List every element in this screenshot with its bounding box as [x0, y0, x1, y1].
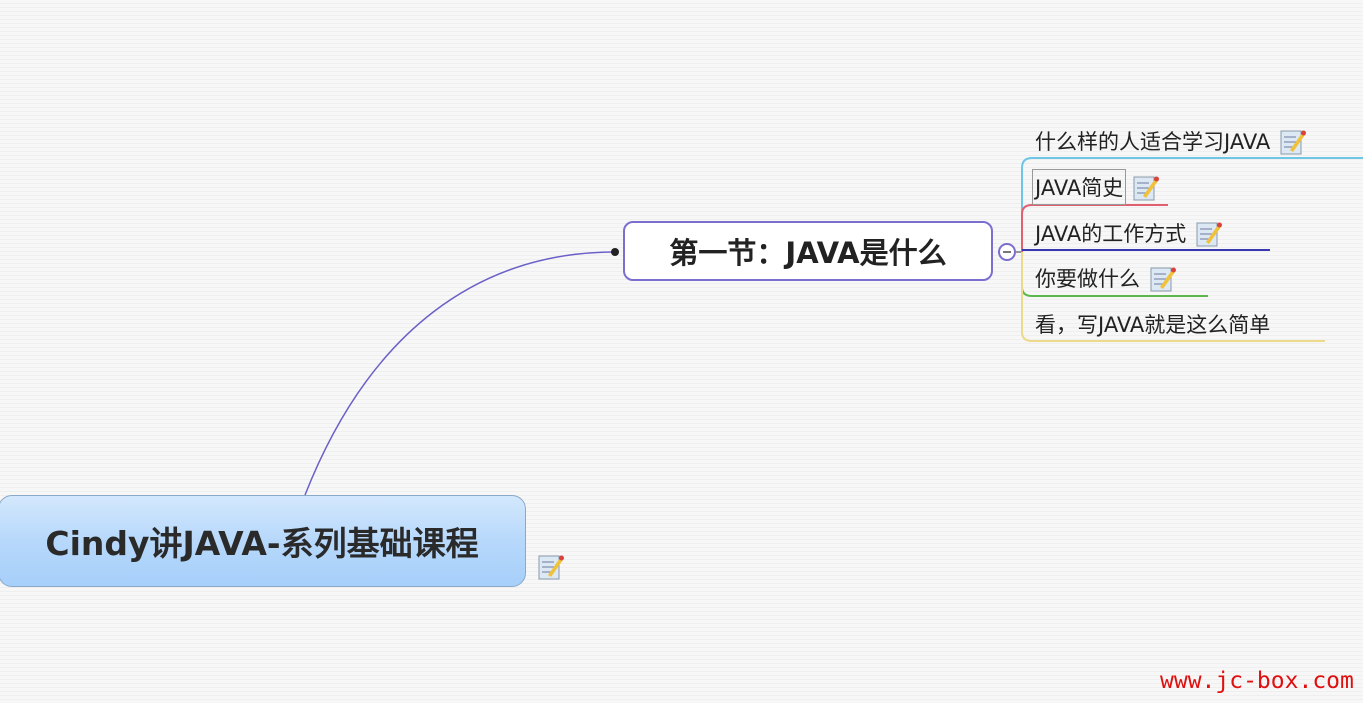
note-icon[interactable]	[538, 553, 564, 580]
collapse-toggle[interactable]	[998, 243, 1016, 261]
minus-icon	[1003, 251, 1011, 253]
subtopic[interactable]: 你要做什么	[1035, 263, 1176, 293]
note-icon[interactable]	[1150, 265, 1176, 292]
note-icon[interactable]	[1133, 174, 1160, 201]
subtopic-label: 什么样的人适合学习JAVA	[1035, 130, 1271, 154]
branch-topic[interactable]: 第一节：JAVA是什么	[623, 221, 993, 281]
subtopic[interactable]: JAVA简史	[1031, 169, 1160, 205]
subtopic-label: JAVA简史	[1031, 169, 1127, 205]
subtopic-label: 你要做什么	[1035, 267, 1140, 291]
note-icon[interactable]	[1280, 128, 1307, 155]
subtopic-label: JAVA的工作方式	[1035, 222, 1187, 246]
central-topic[interactable]: Cindy讲JAVA-系列基础课程	[0, 495, 526, 587]
subtopic[interactable]: JAVA的工作方式	[1035, 218, 1223, 248]
watermark: www.jc-box.com	[1160, 668, 1354, 694]
central-topic-label: Cindy讲JAVA-系列基础课程	[45, 524, 479, 563]
subtopic-label: 看，写JAVA就是这么简单	[1035, 313, 1271, 337]
subtopic[interactable]: 看，写JAVA就是这么简单	[1035, 309, 1270, 339]
branch-topic-label: 第一节：JAVA是什么	[669, 236, 947, 270]
note-icon[interactable]	[1196, 220, 1223, 247]
subtopic[interactable]: 什么样的人适合学习JAVA	[1035, 126, 1307, 156]
